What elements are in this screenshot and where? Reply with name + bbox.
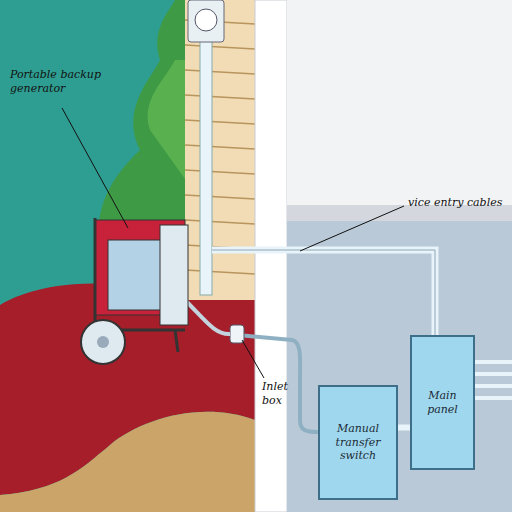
house-siding bbox=[185, 0, 255, 300]
wall bbox=[255, 0, 287, 512]
electric-meter bbox=[188, 0, 224, 42]
soil bbox=[0, 412, 255, 512]
inlet-leader bbox=[242, 340, 264, 378]
generator-leader bbox=[62, 108, 128, 228]
callout-label: vice entry cables bbox=[408, 196, 510, 210]
service-cable-edge bbox=[212, 250, 435, 340]
box-label: Main panel bbox=[418, 389, 467, 417]
box-label: Manual transfer switch bbox=[326, 422, 390, 463]
meter-dial bbox=[195, 9, 217, 31]
generator-cord bbox=[185, 300, 230, 334]
callout-label: Inlet box bbox=[262, 380, 302, 408]
panel-box: Main panel bbox=[410, 335, 475, 470]
service-cable bbox=[212, 250, 435, 340]
generator bbox=[81, 218, 188, 364]
cables-leader bbox=[300, 206, 404, 251]
callout-label: Portable backup generator bbox=[10, 68, 102, 96]
panel-box: Manual transfer switch bbox=[318, 385, 398, 500]
basement bbox=[287, 221, 512, 512]
inlet-conduit bbox=[238, 335, 318, 432]
sky bbox=[0, 0, 260, 512]
meter-conduit bbox=[200, 40, 212, 295]
conduit-connector bbox=[398, 425, 410, 431]
upper-room bbox=[287, 0, 512, 205]
